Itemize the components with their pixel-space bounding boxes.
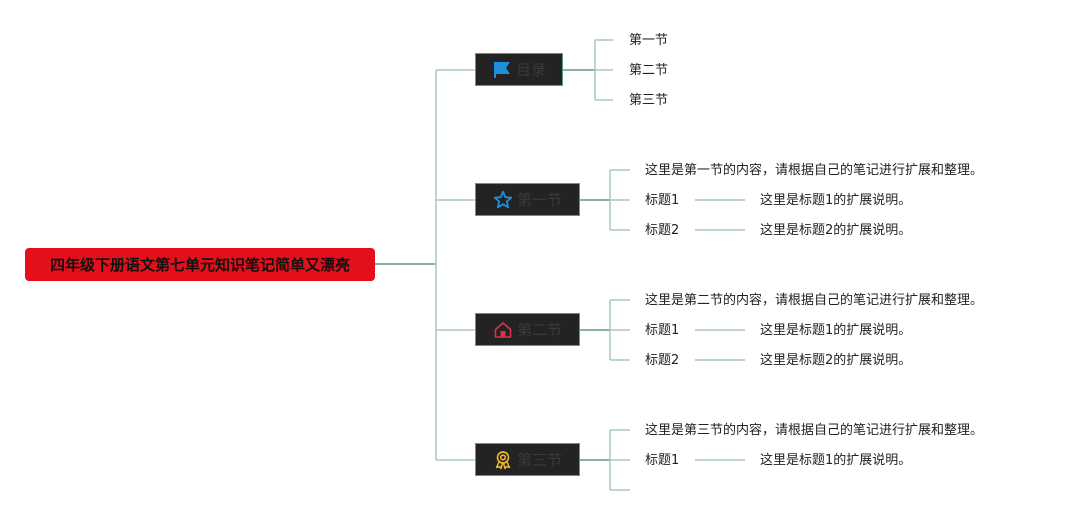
branch-toc[interactable]: 目录 [475, 53, 563, 86]
star-icon [493, 190, 513, 210]
root-topic[interactable]: 四年级下册语文第七单元知识笔记简单又漂亮 [25, 248, 375, 281]
section-content[interactable]: 这里是第一节的内容，请根据自己的笔记进行扩展和整理。 [645, 163, 984, 178]
root-title: 四年级下册语文第七单元知识笔记简单又漂亮 [49, 256, 350, 274]
section-content[interactable]: 这里是第二节的内容，请根据自己的笔记进行扩展和整理。 [645, 293, 984, 308]
topic-desc[interactable]: 这里是标题2的扩展说明。 [760, 223, 912, 238]
toc-item[interactable]: 第二节 [629, 63, 669, 78]
topic-title[interactable]: 标题1 [645, 453, 680, 468]
branch-section-3[interactable]: 第三节 [475, 443, 580, 476]
topic-desc[interactable]: 这里是标题1的扩展说明。 [760, 453, 912, 468]
award-icon [493, 450, 513, 470]
branch-label: 第三节 [516, 451, 562, 469]
toc-item[interactable]: 第一节 [629, 33, 669, 48]
flag-icon [492, 60, 512, 80]
topic-desc[interactable]: 这里是标题1的扩展说明。 [760, 193, 912, 208]
topic-desc[interactable]: 这里是标题2的扩展说明。 [760, 353, 912, 368]
branch-label: 第二节 [516, 321, 562, 339]
topic-title[interactable]: 标题2 [645, 353, 680, 368]
branch-section-1[interactable]: 第一节 [475, 183, 580, 216]
topic-desc[interactable]: 这里是标题1的扩展说明。 [760, 323, 912, 338]
branch-label: 目录 [515, 61, 546, 79]
topic-title[interactable]: 标题1 [645, 323, 680, 338]
topic-title[interactable]: 标题2 [645, 223, 680, 238]
toc-item[interactable]: 第三节 [629, 93, 669, 108]
topic-title[interactable]: 标题1 [645, 193, 680, 208]
branch-label: 第一节 [516, 191, 562, 209]
section-content[interactable]: 这里是第三节的内容，请根据自己的笔记进行扩展和整理。 [645, 423, 984, 438]
branch-section-2[interactable]: 第二节 [475, 313, 580, 346]
home-icon [493, 320, 513, 340]
